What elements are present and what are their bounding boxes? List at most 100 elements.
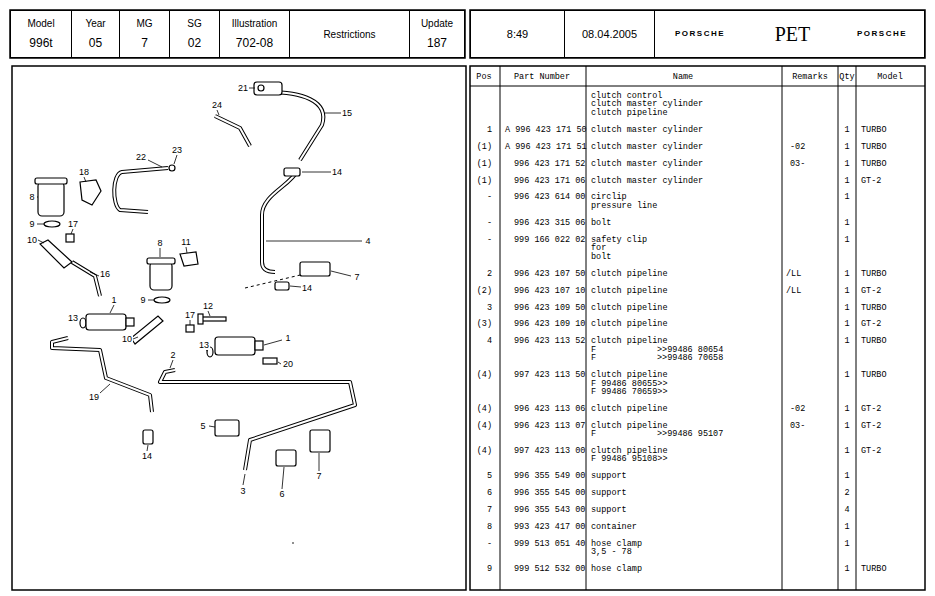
leader-lines — [37, 88, 362, 489]
table-cell: GT-2 — [861, 287, 881, 296]
table-cell: support — [591, 506, 627, 515]
callout-number: 8 — [156, 239, 163, 248]
table-cell: bolt — [591, 253, 611, 262]
table-frame — [470, 66, 925, 590]
table-cell: 7 — [487, 506, 492, 515]
table-cell: 997 423 113 00 — [514, 447, 585, 456]
table-header: Name — [673, 73, 693, 82]
table-cell: 1 — [844, 270, 849, 279]
table-cell: 996 423 107 50 — [514, 270, 585, 279]
callout-number: 20 — [282, 360, 294, 369]
table-cell: support — [591, 472, 627, 481]
callout-number: 1 — [110, 296, 117, 305]
callout-number: 2 — [169, 351, 176, 360]
table-cell: 4 — [844, 506, 849, 515]
table-cell: clutch pipeline — [591, 320, 668, 329]
callout-number: 15 — [341, 109, 353, 118]
table-cell: >>99486 95107 — [657, 430, 723, 439]
table-cell: 996 423 614 00 — [514, 193, 585, 202]
callout-number: 7 — [353, 273, 360, 282]
header-text: Restrictions — [323, 29, 375, 40]
table-cell: 8 — [487, 523, 492, 532]
header-text: MG — [136, 18, 152, 29]
header-cell: PORSCHE — [655, 10, 745, 58]
table-cell: 1 — [844, 337, 849, 346]
table-cell: 1 — [844, 193, 849, 202]
table-cell: 1 — [487, 126, 492, 135]
table-cell: clutch pipeline — [591, 337, 668, 346]
table-cell: TURBO — [861, 337, 887, 346]
table-cell: - — [487, 236, 492, 245]
table-cell: 996 423 113 07 — [514, 422, 585, 431]
header-cell: PET — [745, 10, 840, 58]
table-cell: TURBO — [861, 565, 887, 574]
table-cell: TURBO — [861, 143, 887, 152]
header-cell: Year05 — [72, 10, 120, 58]
header-cell: 8:49 — [470, 10, 565, 58]
table-cell: 1 — [844, 540, 849, 549]
header-text: PORSCHE — [857, 30, 907, 39]
table-cell: 996 423 171 06 — [514, 177, 585, 186]
table-cell: /LL — [786, 270, 801, 279]
table-cell: clutch pipeline — [591, 422, 668, 431]
table-cell: F — [591, 354, 596, 363]
table-cell: clutch master cylinder — [591, 143, 703, 152]
table-cell: 03- — [790, 422, 805, 431]
table-cell: (4) — [477, 405, 492, 414]
table-cell: GT-2 — [861, 320, 881, 329]
table-cell: (1) — [477, 160, 492, 169]
pipe-fill — [52, 92, 355, 470]
header-text: 8:49 — [507, 28, 528, 40]
table-cell: GT-2 — [861, 405, 881, 414]
table-header: Qty — [839, 73, 854, 82]
header-cell: Update 187 — [410, 10, 465, 58]
header-text: 996t — [29, 37, 52, 50]
table-cell: 2 — [487, 270, 492, 279]
header-text: 702-08 — [236, 37, 273, 50]
header-frame — [470, 10, 925, 58]
callout-number: 5 — [199, 422, 206, 431]
header-text: Model — [27, 18, 54, 29]
header-text: 187 — [427, 37, 447, 50]
callout-number: 22 — [135, 153, 147, 162]
table-cell: 996 355 545 00 — [514, 489, 585, 498]
table-cell: clutch pipeline — [591, 405, 668, 414]
table-cell: 996 423 107 10 — [514, 287, 585, 296]
illustration-frame — [12, 66, 466, 590]
header-cell: 08.04.2005 — [565, 10, 655, 58]
table-cell: bolt — [591, 219, 611, 228]
table-cell: clutch master cylinder — [591, 177, 703, 186]
callout-number: 13 — [198, 341, 210, 350]
table-cell: 1 — [844, 160, 849, 169]
table-cell: 1 — [844, 523, 849, 532]
table-cell: - — [487, 193, 492, 202]
table-cell: 3 — [487, 304, 492, 313]
table-cell: pressure line — [591, 202, 657, 211]
callout-number: 6 — [278, 490, 285, 499]
table-cell: 4 — [487, 337, 492, 346]
callout-number: 13 — [67, 314, 79, 323]
table-cell: 1 — [844, 126, 849, 135]
callout-number: 4 — [364, 237, 371, 246]
table-cell: 1 — [844, 177, 849, 186]
header-cell: Restrictions — [290, 10, 410, 58]
table-cell: 997 423 113 50 — [514, 371, 585, 380]
callout-number: 19 — [88, 393, 100, 402]
table-cell: clutch pipeline — [591, 304, 668, 313]
table-cell: 996 423 113 52 — [514, 337, 585, 346]
table-cell: 1 — [844, 219, 849, 228]
table-cell: F 99486 70659>> — [591, 388, 668, 397]
table-header: Part Number — [514, 73, 570, 82]
callout-number: 9 — [28, 220, 35, 229]
callout-number: 24 — [211, 101, 223, 110]
callout-number: 23 — [171, 146, 183, 155]
table-header: Remarks — [792, 73, 828, 82]
callout-number: 12 — [202, 302, 214, 311]
callout-number: 10 — [26, 236, 38, 245]
table-cell: circlip — [591, 193, 627, 202]
header-text: Update — [421, 18, 453, 29]
table-cell: - — [487, 219, 492, 228]
callout-number: 1 — [284, 334, 291, 343]
table-cell: 996 423 171 52 — [514, 160, 585, 169]
